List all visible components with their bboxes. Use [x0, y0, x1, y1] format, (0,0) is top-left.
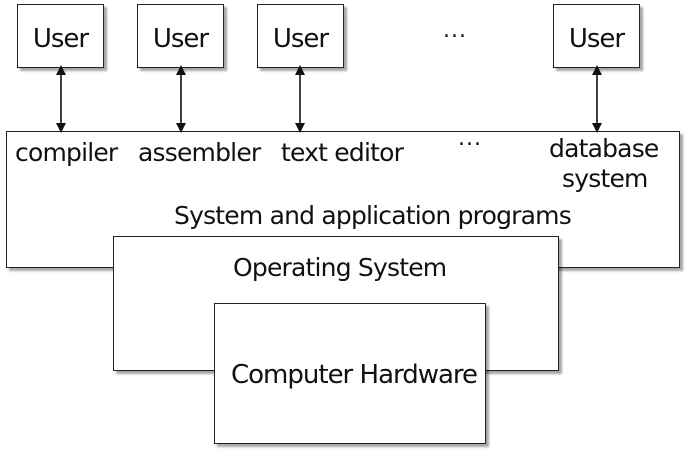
user-label: User	[568, 24, 625, 54]
users-ellipsis: ...	[443, 18, 467, 43]
program-database-line1: database	[549, 134, 659, 163]
program-database-line2: system	[562, 164, 648, 193]
user-box-3: User	[257, 4, 344, 68]
user-box-2: User	[137, 4, 224, 68]
user-box-4: User	[553, 4, 640, 68]
user-label: User	[272, 24, 329, 54]
program-text-editor: text editor	[281, 138, 404, 167]
hardware-title: Computer Hardware	[231, 360, 478, 390]
user-box-1: User	[17, 4, 104, 68]
program-compiler: compiler	[15, 138, 118, 167]
hardware-layer	[214, 303, 486, 444]
operating-system-title: Operating System	[233, 253, 447, 282]
user-label: User	[152, 24, 209, 54]
system-programs-title: System and application programs	[174, 201, 572, 230]
program-assembler: assembler	[138, 138, 261, 167]
user-label: User	[32, 24, 89, 54]
programs-ellipsis: ...	[458, 126, 482, 151]
